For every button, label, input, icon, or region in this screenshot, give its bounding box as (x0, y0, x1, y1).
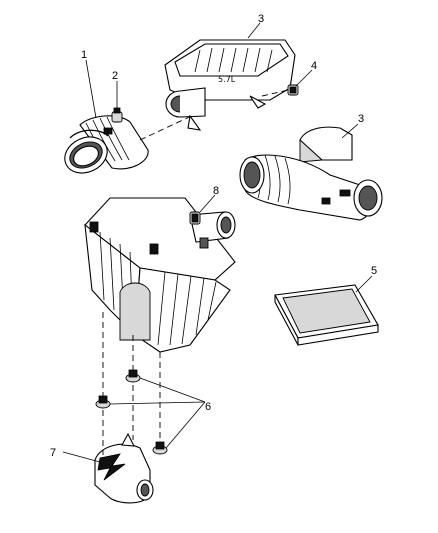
callout-6: 6 (205, 401, 211, 413)
callout-3-upper: 3 (258, 13, 264, 25)
callout-2: 2 (112, 70, 118, 82)
callout-3-middle: 3 (358, 113, 364, 125)
grommet-part-a (125, 369, 141, 383)
air-cleaner-housing-part (84, 197, 236, 353)
hose-coupler-part (64, 107, 149, 174)
svg-text:5.7L: 5.7L (218, 75, 236, 84)
temperature-sensor-part (261, 84, 299, 97)
callout-5: 5 (371, 265, 377, 277)
callout-4: 4 (311, 60, 317, 72)
grommet-part-c (152, 441, 168, 455)
intake-hose-assembly-part (239, 126, 383, 221)
air-cleaner-lid-part: 5.7L (164, 39, 296, 131)
inlet-duct-part (94, 432, 154, 504)
callout-8: 8 (213, 185, 219, 197)
leader-lines (62, 22, 373, 463)
callout-1: 1 (81, 49, 87, 61)
air-filter-element-part (274, 284, 379, 346)
callout-7: 7 (50, 447, 56, 459)
grommet-part-b (95, 395, 111, 409)
